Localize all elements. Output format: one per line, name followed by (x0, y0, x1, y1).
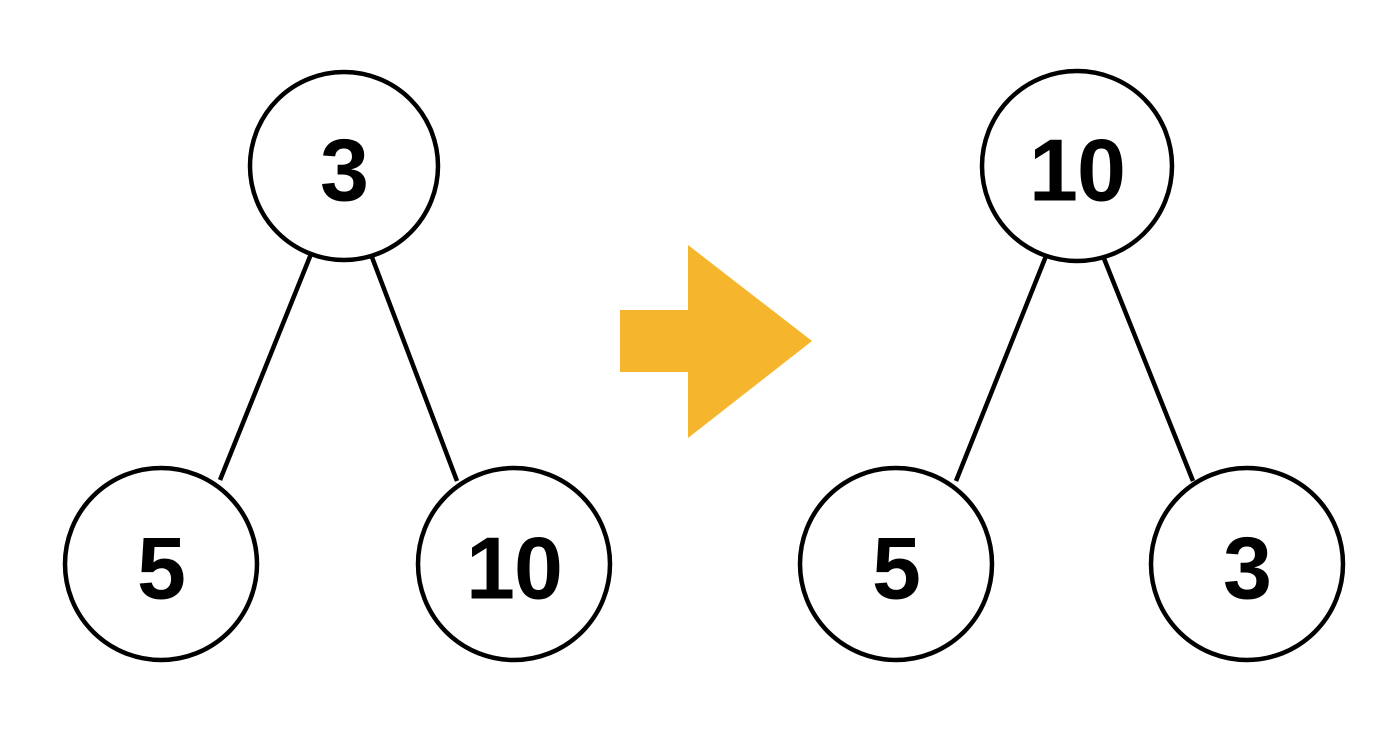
before-root-node-label: 3 (320, 121, 368, 220)
before-left-child-node-circle (62, 465, 260, 663)
after-right-child-node-label: 3 (1223, 519, 1271, 618)
before-root-node-circle (247, 69, 441, 263)
before-root-node[interactable]: 3 (247, 69, 441, 263)
before-right-child-node-circle (415, 465, 613, 663)
after-edge-right (1100, 255, 1196, 482)
before-right-child-node-label: 10 (466, 519, 562, 618)
before-edge-left (217, 253, 314, 481)
after-left-child-node[interactable]: 5 (797, 465, 995, 663)
after-edge-left (953, 255, 1049, 482)
after-left-child-node-circle (797, 465, 995, 663)
after-tree-group: 10 5 3 (797, 68, 1346, 663)
after-root-node[interactable]: 10 (979, 68, 1175, 264)
before-left-child-node-label: 5 (137, 519, 185, 618)
after-right-child-node-circle (1148, 465, 1346, 663)
transform-arrow (620, 245, 812, 438)
after-root-node-circle (979, 68, 1175, 264)
before-left-child-node[interactable]: 5 (62, 465, 260, 663)
after-root-node-label: 10 (1029, 121, 1125, 220)
after-right-child-node[interactable]: 3 (1148, 465, 1346, 663)
before-tree-group: 3 5 10 (62, 69, 613, 663)
right-arrow-icon (620, 245, 812, 438)
before-edge-right (367, 251, 460, 482)
after-left-child-node-label: 5 (872, 519, 920, 618)
before-right-child-node[interactable]: 10 (415, 465, 613, 663)
